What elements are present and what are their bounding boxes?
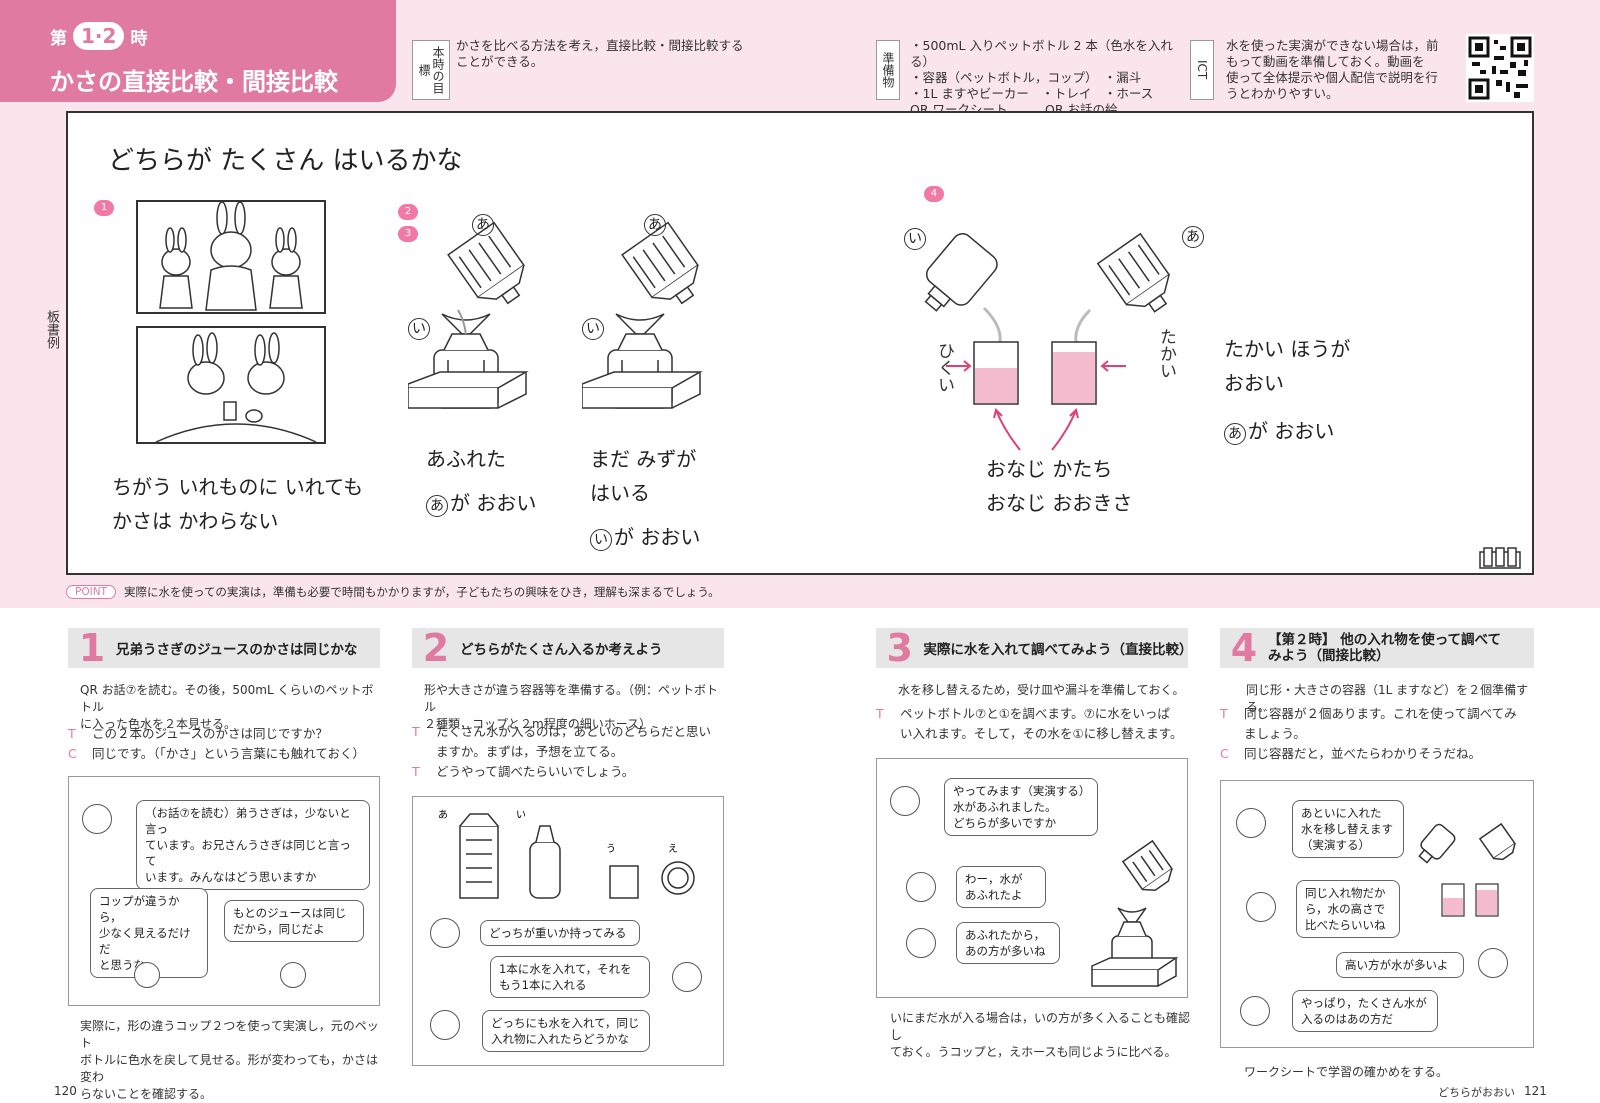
chalk-icon — [1479, 547, 1521, 569]
section-4-child-bubble-1: 同じ入れ物だか ら，水の高さで 比べたらいいね — [1296, 880, 1400, 938]
page-title: かさの直接比較・間接比較 — [50, 68, 338, 96]
board-conclusion: たかい ほうが おおい あが おおい — [1224, 337, 1351, 445]
experiment-overflow-illustration — [408, 221, 529, 409]
child-avatar — [672, 962, 702, 992]
overflow-experiment-small — [1091, 839, 1179, 987]
section-2-bubble-2: 1本に水を入れて，それを もう1本に入れる — [490, 956, 650, 998]
qr-code-icon[interactable] — [1466, 34, 1534, 102]
section-3-outro: いにまだ水が入る場合は，いの方が多く入ることも確認し ておく。うコップと，えホー… — [890, 1011, 1191, 1059]
board-title: どちらが たくさん はいるかな — [108, 146, 463, 176]
section-1-child-bubble-1: コップが違うから， 少なく見えるだけだ と思うな — [90, 888, 208, 978]
section-3-teacher-bubble: やってみます（実演する） 水があふれました。 どちらが多いですか — [944, 778, 1098, 836]
section-2-intro: 形や大きさが違う容器等を準備する。（例：ペットボトル ２種類，コップと２m程度の… — [424, 683, 719, 731]
badge-2: 2 — [398, 204, 418, 220]
child-avatar — [906, 872, 936, 902]
prep-list: ・500mL 入りペットボトル 2 本（色水を入れる） ・容器（ペットボトル，コ… — [910, 38, 1173, 117]
section-4-child-bubble-2: 高い方が水が多いよ — [1336, 952, 1464, 978]
child-avatar — [906, 928, 936, 958]
story-picture-2 — [136, 326, 326, 444]
teacher-avatar — [890, 786, 920, 816]
experiment-still-room-illustration — [582, 221, 703, 409]
page-number-left: 120 — [54, 1084, 77, 1098]
child-avatar — [1478, 948, 1508, 978]
section-1-child-bubble-2: もとのジュースは同じ だから，同じだよ — [224, 900, 364, 942]
section-2-bubble-1: どっちが重いか持ってみる — [480, 920, 640, 946]
section-4-teacher-bubble: あといに入れた 水を移し替えます （実演する） — [1292, 800, 1404, 858]
section-2-bubble-3: どっちにも水を入れて，同じ 入れ物に入れたらどうかな — [482, 1010, 650, 1052]
section-4-outro: ワークシートで学習の確かめをする。 — [1244, 1065, 1449, 1079]
story-picture-1 — [136, 200, 326, 314]
mark-a-3: あ — [1182, 226, 1204, 248]
running-footer: どちらがおおい — [1438, 1086, 1515, 1099]
section-4-intro: 同じ形・大きさの容器（1L ますなど）を２個準備する。 — [1246, 683, 1529, 714]
badge-4: 4 — [924, 186, 944, 202]
mark-a: あ — [438, 809, 448, 821]
section-4-child-bubble-3: やっぱり，たくさん水が 入るのはあの方だ — [1292, 990, 1438, 1032]
badge-1: 1 — [94, 200, 114, 216]
ict-label: ICT — [1190, 40, 1214, 100]
page-number-right: 121 — [1524, 1084, 1547, 1098]
mark-i: い — [516, 810, 526, 821]
mark-i-2: い — [582, 318, 604, 340]
label-takai: たかい — [1156, 328, 1176, 379]
lesson-number: 第 1·2 時 — [50, 22, 148, 50]
goal-label: 本時の目標 — [412, 40, 450, 100]
child-avatar — [280, 962, 306, 988]
title-box — [0, 0, 396, 102]
section-2-header: 2 どちらがたくさん入るか考えよう — [412, 628, 724, 668]
section-3-intro: 水を移し替えるため，受け皿や漏斗を準備しておく。 — [898, 683, 1185, 697]
point-note: POINT 実際に水を使っての実演は，準備も必要で時間もかかりますが，子どもたち… — [66, 584, 720, 600]
section-1-teacher-bubble: （お話⑦を読む）弟うさぎは，少ないと言っ ています。お兄さんうさぎは同じと言って… — [136, 800, 370, 890]
child-avatar — [1246, 892, 1276, 922]
child-avatar — [1240, 996, 1270, 1026]
mark-e: え — [668, 843, 678, 855]
child-avatar — [430, 918, 460, 948]
mark-u: う — [606, 843, 616, 855]
child-avatar — [134, 962, 160, 988]
side-label: 板書例 — [44, 310, 59, 349]
section-4-header: 4 【第２時】 他の入れ物を使って調べてみよう（間接比較） — [1220, 628, 1534, 668]
prep-label: 準備物 — [876, 40, 900, 100]
section-3-header: 3 実際に水を入れて調べてみよう（直接比較） — [876, 628, 1192, 668]
mark-i-3: い — [904, 228, 926, 250]
section-3-child-bubble-2: あふれたから， あの方が多いね — [956, 922, 1060, 964]
section-1-outro: 実際に，形の違うコップ２つを使って実演し，元のペット ボトルに色水を戻して見せる… — [80, 1019, 379, 1101]
goal-text: かさを比べる方法を考え，直接比較・間接比較することができる。 — [456, 38, 744, 69]
two-cups-illustration — [1418, 822, 1517, 917]
teacher-avatar — [1236, 808, 1266, 838]
board-text-1: ちがう いれものに いれても かさは かわらない — [112, 475, 364, 533]
teacher-avatar — [82, 804, 112, 834]
label-hikui: ひくい — [934, 342, 954, 393]
section-1-header: 1 兄弟うさぎのジュースのかさは同じかな — [68, 628, 380, 668]
section-3-child-bubble-1: わー，水が あふれたよ — [956, 866, 1046, 908]
indirect-comparison-illustration — [924, 232, 1171, 451]
board-text-3: まだ みずが はいる いが おおい — [590, 447, 701, 551]
containers-illustration: あ い う え — [438, 809, 695, 899]
mark-a-2: あ — [644, 214, 666, 236]
mark-a: あ — [472, 214, 494, 236]
board-text-same: おなじ かたち おなじ おおきさ — [986, 457, 1133, 515]
mark-i: い — [408, 318, 430, 340]
ict-text: 水を使った実演ができない場合は，前 もって動画を準備しておく。動画を 使って全体… — [1226, 38, 1439, 101]
child-avatar — [430, 1010, 460, 1040]
board-text-2: あふれた あが おおい — [426, 447, 537, 517]
section-1-intro: QR お話⑦を読む。その後，500mL くらいのペットボトル に入った色水を２本… — [80, 683, 374, 731]
badge-3: 3 — [398, 226, 418, 242]
